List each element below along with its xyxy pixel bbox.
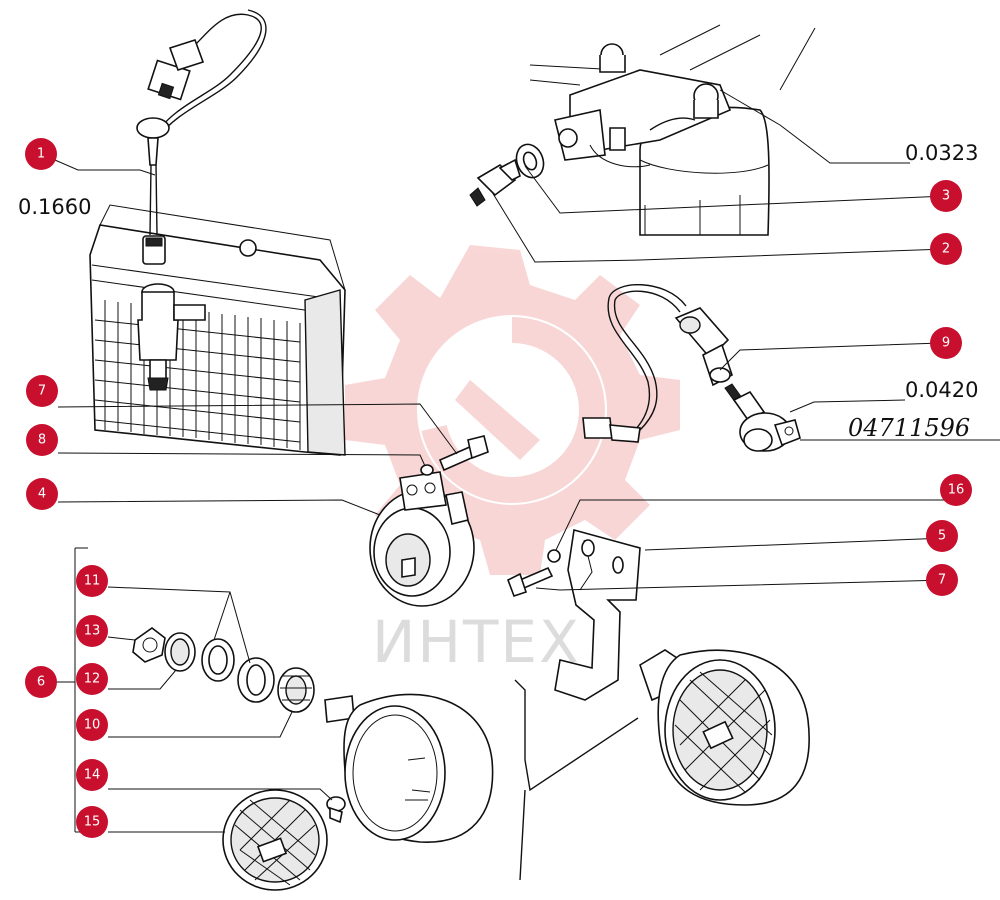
svg-text:4: 4	[38, 487, 46, 502]
ref-code-top-right: 0.0323	[905, 141, 978, 165]
callout-12: 12	[76, 663, 108, 695]
svg-text:10: 10	[84, 718, 101, 733]
radiator-thermostat-housing	[137, 283, 206, 391]
engine-block-drawing	[529, 24, 816, 236]
svg-text:11: 11	[84, 574, 101, 589]
svg-text:7: 7	[938, 573, 946, 588]
callout-10: 10	[76, 709, 108, 741]
bolt-7b	[506, 566, 554, 598]
lamp-housing-left	[343, 693, 494, 843]
sensor-cable-9	[582, 283, 733, 443]
svg-text:7: 7	[38, 384, 46, 399]
bracket-5	[554, 528, 641, 701]
svg-text:9: 9	[942, 336, 950, 351]
callout-15: 15	[76, 806, 108, 838]
washer-16	[547, 549, 561, 563]
radiator-drawing	[89, 204, 346, 456]
horn-4	[369, 471, 475, 607]
callout-7-right: 7	[926, 564, 958, 596]
handwritten-code: 04711596	[848, 414, 970, 442]
callout-1: 1	[25, 138, 57, 170]
callout-8: 8	[26, 424, 58, 456]
callout-11: 11	[76, 565, 108, 597]
svg-text:16: 16	[948, 483, 965, 498]
svg-text:ИНТЕХ: ИНТЕХ	[372, 608, 581, 676]
svg-text:15: 15	[84, 815, 101, 830]
pressure-sensor-body	[724, 383, 801, 452]
svg-text:14: 14	[84, 768, 101, 783]
svg-text:12: 12	[84, 672, 101, 687]
lamp-exploded-parts	[132, 627, 355, 723]
svg-text:5: 5	[938, 529, 946, 544]
ref-code-sensor: 0.0420	[905, 378, 978, 402]
washer-3	[515, 143, 545, 179]
svg-text:6: 6	[37, 675, 45, 690]
temp-sender-cable	[136, 9, 267, 265]
svg-text:13: 13	[84, 624, 101, 639]
svg-text:1: 1	[37, 147, 45, 162]
right-group-bracket-line	[514, 679, 639, 881]
callout-7-left: 7	[26, 375, 58, 407]
callout-4: 4	[26, 478, 58, 510]
callout-14: 14	[76, 759, 108, 791]
leader-lines	[40, 89, 1000, 833]
watermark-text: ИНТЕХ	[372, 608, 581, 676]
bulb-14	[326, 796, 346, 824]
bolt-7a	[438, 435, 489, 472]
callout-2: 2	[930, 233, 962, 265]
lamp-lens-15	[222, 789, 328, 891]
lamp-assembled-right	[639, 649, 810, 806]
callout-6: 6	[25, 666, 57, 698]
callout-16: 16	[940, 474, 972, 506]
svg-text:8: 8	[38, 433, 46, 448]
svg-text:2: 2	[942, 242, 950, 257]
callout-3: 3	[930, 180, 962, 212]
callout-5: 5	[926, 520, 958, 552]
washer-8	[420, 464, 434, 476]
callout-9: 9	[930, 327, 962, 359]
svg-text:3: 3	[942, 189, 950, 204]
callout-13: 13	[76, 615, 108, 647]
ref-code-radiator: 0.1660	[18, 195, 91, 219]
oil-pressure-switch-2	[469, 158, 521, 207]
